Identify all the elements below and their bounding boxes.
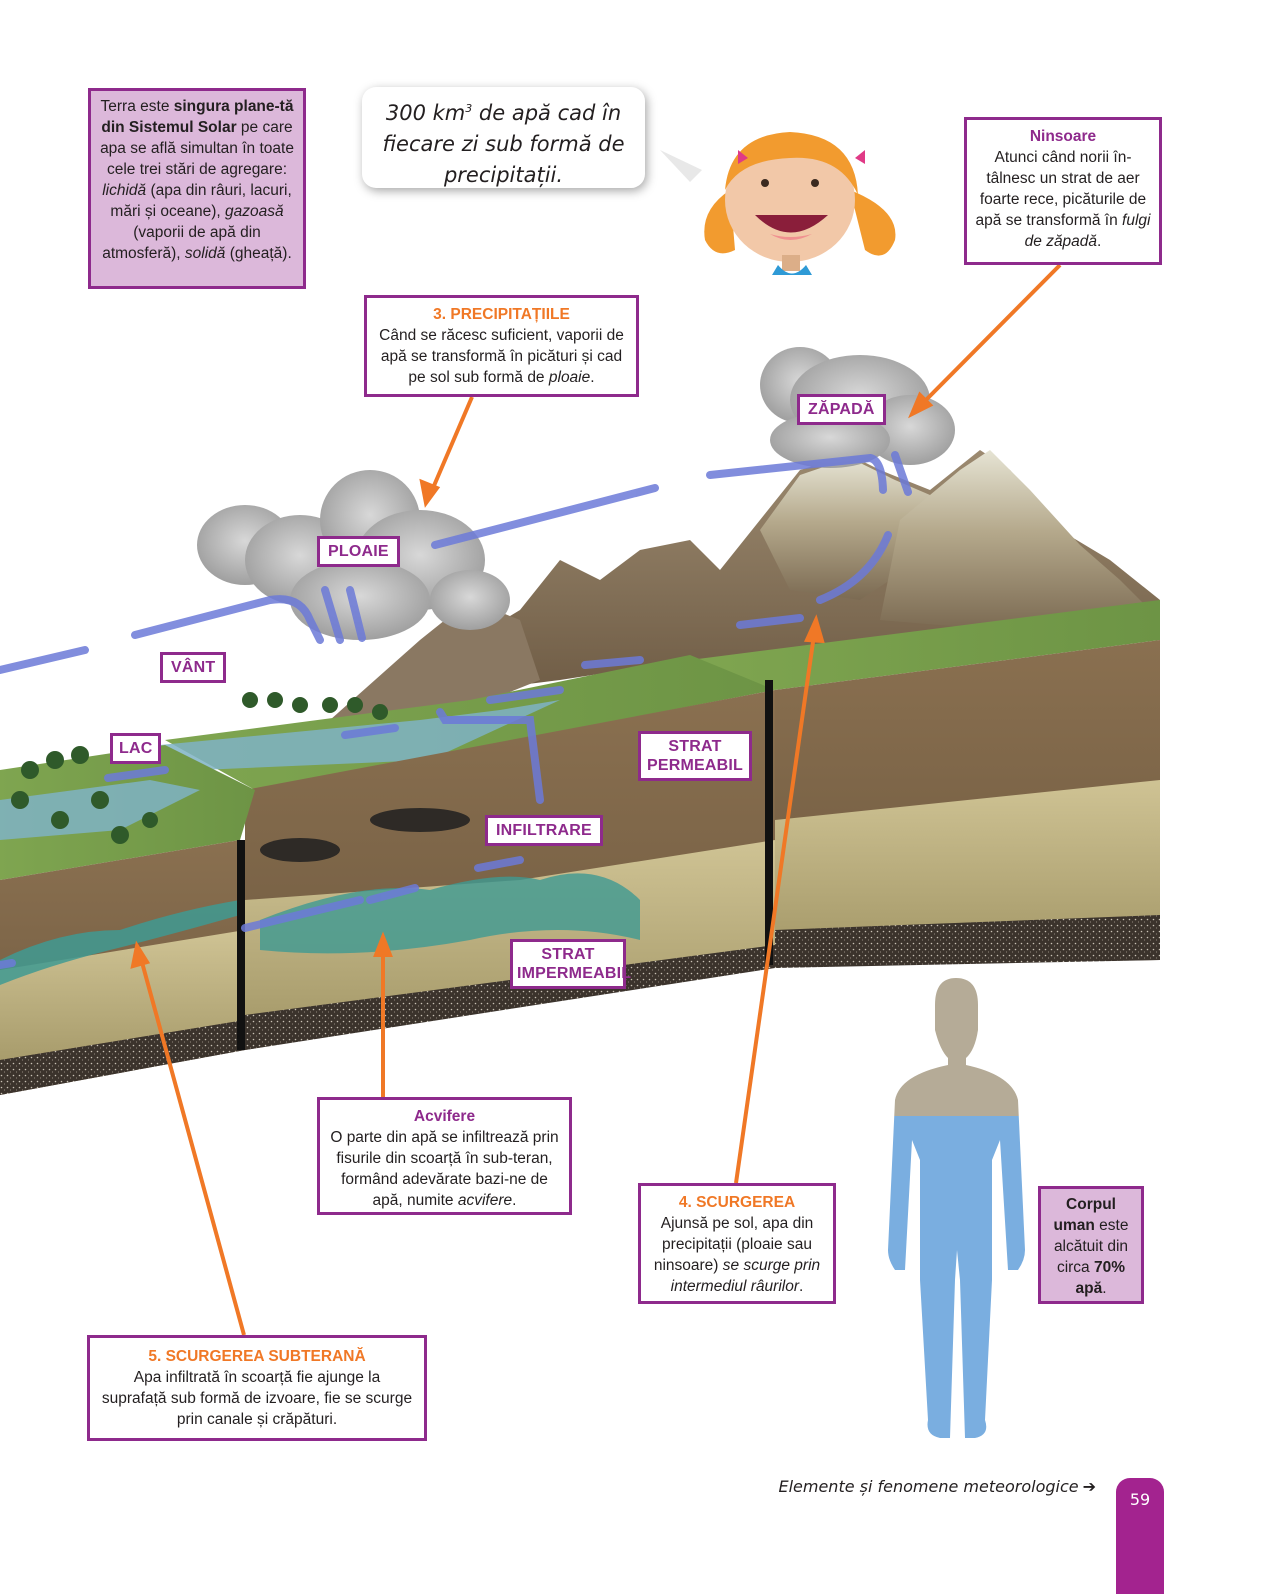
page-number: 59: [1129, 1490, 1151, 1509]
pointer-arrows: [130, 263, 1062, 1336]
intro-italic: solidă: [184, 245, 226, 262]
body-box-text: este alcătuit din circa: [1053, 1217, 1129, 1276]
clouds: [197, 347, 955, 640]
intro-italic: gazoasă: [224, 203, 284, 220]
punct: .: [799, 1278, 804, 1295]
intro-text: (gheață).: [225, 245, 292, 262]
punct: .: [1102, 1280, 1107, 1297]
punct: .: [512, 1192, 517, 1209]
aquifer-box-italic: acvifere: [457, 1192, 513, 1209]
intro-info-box: Terra este singura plane-tă din Sistemul…: [88, 88, 306, 289]
girl-illustration: [660, 132, 896, 275]
ground-block-left: [0, 745, 255, 1095]
label-impermeable-layer: STRAT IMPERMEABIL: [510, 939, 631, 989]
body-water-box: Corpul uman este alcătuit din circa 70% …: [1038, 1186, 1144, 1304]
label-wind: VÂNT: [160, 652, 227, 683]
intro-text: pe care apa se află simultan în toate ce…: [100, 119, 294, 178]
precip-box-title: 3. PRECIPITAȚIILE: [433, 306, 570, 323]
snow-box-italic: fulgi de zăpadă: [1024, 212, 1151, 250]
human-water-region: [888, 1116, 1025, 1438]
arrow-right-icon: ➔: [1082, 1477, 1096, 1496]
body-box-bold: Corpul uman: [1053, 1196, 1116, 1234]
footer-section-text: Elemente și fenomene meteorologice: [778, 1477, 1079, 1496]
human-water-figure: [888, 978, 1025, 1438]
runoff-box-title: 4. SCURGEREA: [678, 1194, 796, 1211]
intro-bold: singura plane-tă din Sistemul Solar: [101, 98, 294, 136]
label-infiltration: INFILTRARE: [485, 815, 603, 846]
flow-arrows: [0, 451, 912, 969]
aquifer-box-text: O parte din apă se infiltrează prin fisu…: [330, 1129, 559, 1209]
punct: .: [590, 369, 595, 386]
human-head-region: [888, 978, 1025, 1116]
body-box-percent: 70% apă: [1075, 1259, 1126, 1297]
snow-box-text: Atunci când norii în-tâlnesc un strat de…: [975, 149, 1147, 229]
underground-box-text: Apa infiltrată în scoarță fie ajunge la …: [101, 1369, 413, 1428]
trees: [11, 692, 388, 844]
bubble-text: de apă cad în fiecare zi sub formă de pr…: [382, 101, 625, 187]
precipitation-info-box: 3. PRECIPITAȚIILE Când se răcesc suficie…: [364, 295, 639, 397]
precip-box-italic: ploaie: [548, 369, 591, 386]
snow-info-box: Ninsoare Atunci când norii în-tâlnesc un…: [964, 117, 1162, 265]
speech-bubble: 300 km3 de apă cad în fiecare zi sub for…: [362, 87, 645, 188]
bubble-text: 300 km: [385, 101, 466, 125]
intro-text: (apa din râuri, lacuri, mări și oceane),: [110, 182, 292, 220]
intro-italic: lichidă: [102, 182, 147, 199]
label-lake: LAC: [110, 733, 162, 764]
aquifer-box-title: Acvifere: [413, 1108, 476, 1125]
aquifer-info-box: Acvifere O parte din apă se infiltrează …: [317, 1097, 572, 1215]
intro-text: Terra este: [100, 98, 174, 115]
runoff-box-italic: se scurge prin intermediul râurilor: [670, 1257, 821, 1295]
underground-box-title: 5. SCURGEREA SUBTERANĂ: [148, 1348, 366, 1365]
precip-box-text: Când se răcesc suficient, vaporii de apă…: [379, 327, 624, 386]
runoff-info-box: 4. SCURGEREA Ajunsă pe sol, apa din prec…: [638, 1183, 836, 1304]
snow-box-title: Ninsoare: [1029, 128, 1097, 145]
intro-text: (vaporii de apă din atmosferă),: [102, 224, 261, 262]
ground-block-middle: [160, 655, 775, 1050]
underground-runoff-box: 5. SCURGEREA SUBTERANĂ Apa infiltrată în…: [87, 1335, 427, 1441]
footer-section-title: Elemente și fenomene meteorologice➔: [778, 1477, 1096, 1496]
punct: .: [1097, 233, 1102, 250]
label-snow: ZĂPADĂ: [797, 394, 886, 425]
bubble-superscript: 3: [465, 102, 473, 115]
label-rain: PLOAIE: [317, 536, 400, 567]
label-permeable-layer: STRAT PERMEABIL: [638, 731, 752, 781]
page-number-tab: 59: [1116, 1478, 1164, 1594]
runoff-box-text: Ajunsă pe sol, apa din precipitații (plo…: [653, 1215, 814, 1274]
